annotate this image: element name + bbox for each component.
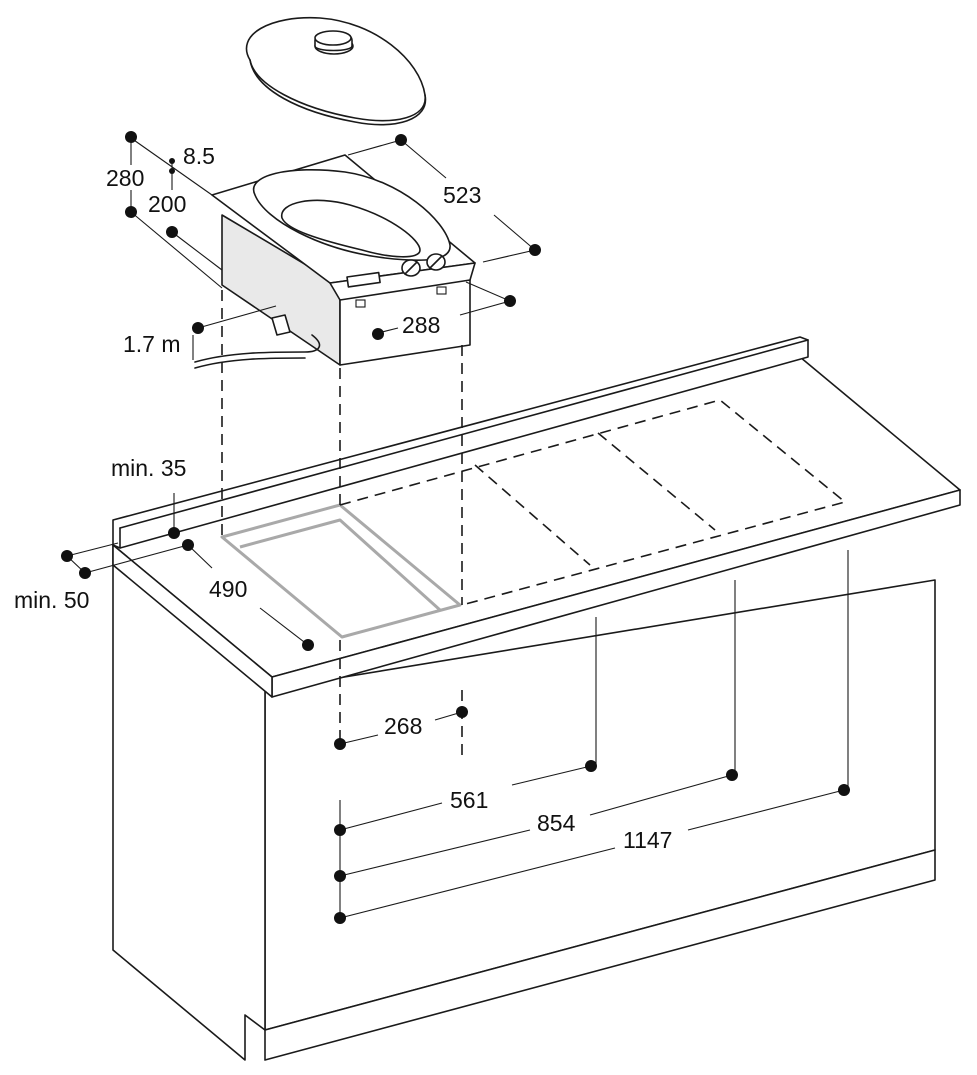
counter — [112, 336, 961, 1061]
projection-lines — [221, 290, 463, 920]
power-cable — [194, 334, 321, 363]
cutout — [220, 503, 462, 639]
lid — [245, 16, 427, 126]
label-200: 200 — [148, 191, 186, 217]
label-8-5: 8.5 — [183, 143, 215, 169]
label-280: 280 — [106, 165, 144, 191]
dimension-labels: 280 8.5 200 523 288 1.7 m min. 35 min. 5… — [14, 143, 672, 853]
display — [346, 271, 381, 288]
dimension-lines — [66, 137, 845, 919]
label-cable-length: 1.7 m — [123, 331, 181, 357]
label-854: 854 — [537, 810, 576, 836]
appliance — [194, 154, 476, 369]
dimension-dots — [61, 131, 850, 924]
label-min-35: min. 35 — [111, 455, 186, 481]
label-523: 523 — [443, 182, 481, 208]
label-490: 490 — [209, 576, 247, 602]
label-561: 561 — [450, 787, 488, 813]
label-288: 288 — [402, 312, 440, 338]
label-268: 268 — [384, 713, 422, 739]
label-1147: 1147 — [623, 827, 672, 853]
future-cutouts — [339, 399, 847, 606]
label-min-50: min. 50 — [14, 587, 89, 613]
